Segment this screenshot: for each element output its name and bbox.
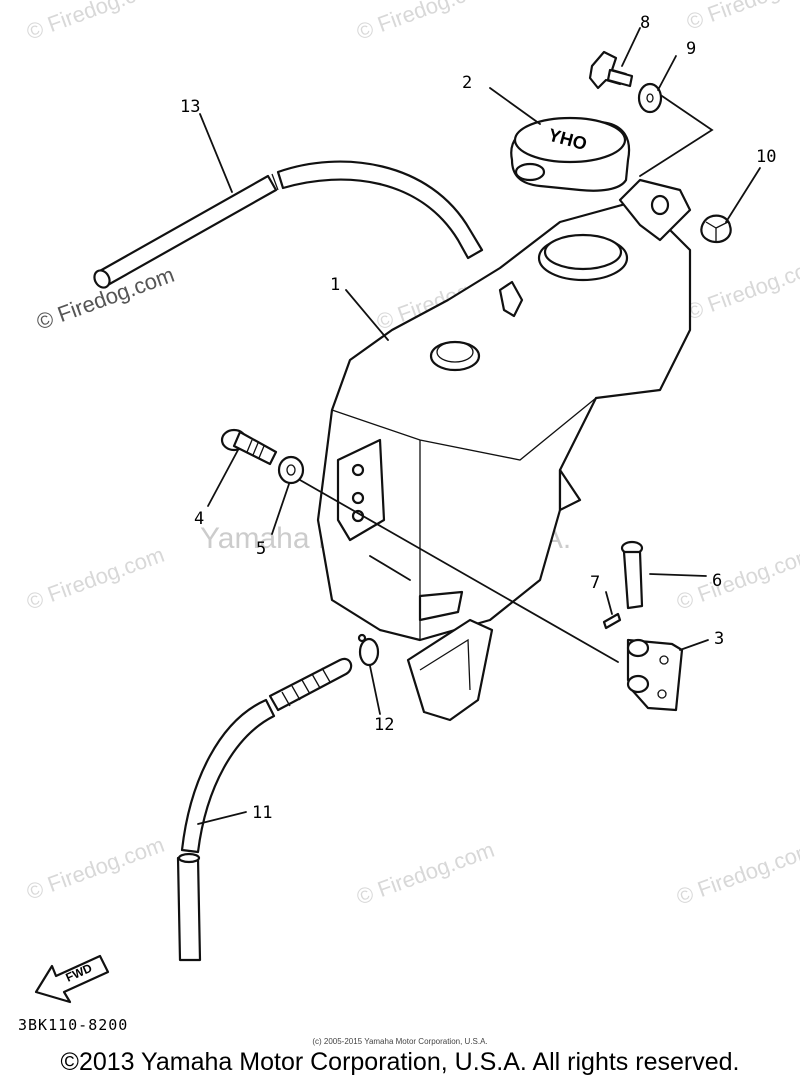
callout-10: 10: [756, 147, 776, 167]
small-copyright: (c) 2005-2015 Yamaha Motor Corporation, …: [312, 1037, 488, 1046]
part-4-bolt: [220, 428, 278, 466]
callout-3: 3: [714, 629, 724, 649]
callout-1: 1: [330, 275, 340, 295]
part-9-washer: [637, 82, 663, 114]
callout-12: 12: [374, 715, 394, 735]
callout-7: 7: [590, 573, 600, 593]
watermark: © Firedog.com: [673, 542, 800, 615]
watermark: © Firedog.com: [23, 832, 167, 905]
part-3-bracket: [626, 638, 684, 712]
part-12-clip: [357, 633, 380, 667]
callout-9: 9: [686, 39, 696, 59]
callout-4: 4: [194, 509, 204, 529]
callout-5: 5: [256, 539, 266, 559]
part-11-hose: [176, 657, 353, 962]
part-13-hose: [93, 160, 484, 289]
callout-labels: 8 9 2 13 10 1 4 5 6 7 3 12 11: [180, 13, 776, 823]
forward-arrow-icon: FWD: [34, 954, 110, 1004]
drawing-code: 3BK110-8200: [18, 1016, 129, 1034]
watermark: © Firedog.com: [673, 837, 800, 910]
callout-6: 6: [712, 571, 722, 591]
leader-lines: [197, 27, 761, 825]
part-2-filler-cap: YHO: [510, 116, 631, 192]
watermark: © Firedog.com: [683, 0, 800, 35]
watermark: © Firedog.com: [353, 0, 497, 45]
part-6-pin: [620, 540, 644, 610]
callout-13: 13: [180, 97, 200, 117]
watermark: © Firedog.com: [23, 0, 167, 45]
part-1-oil-tank: [316, 178, 692, 722]
part-10-grommet: [700, 214, 732, 244]
watermark: © Firedog.com: [353, 837, 497, 910]
watermark: © Firedog.com: [23, 542, 167, 615]
part-7-cotter-pin: [602, 612, 622, 630]
watermark: © Firedog.com: [683, 252, 800, 325]
callout-2: 2: [462, 73, 472, 93]
part-5-washer: [277, 455, 305, 485]
part-8-wing-bolt: [588, 50, 634, 90]
copyright-notice: ©2013 Yamaha Motor Corporation, U.S.A. A…: [60, 1048, 740, 1076]
callout-11: 11: [252, 803, 272, 823]
callout-8: 8: [640, 13, 650, 33]
